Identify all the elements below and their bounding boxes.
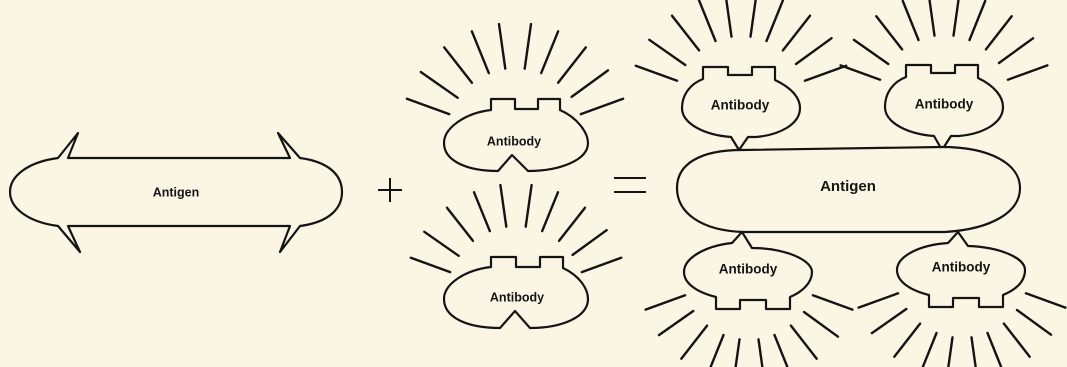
equals-sign: = [614, 178, 646, 192]
antibody-label: Antibody [711, 98, 770, 113]
ray-line [472, 31, 489, 73]
ray-line [854, 40, 888, 64]
ray-line [804, 312, 838, 337]
free-antibody-bottom: Antibody [411, 185, 621, 328]
ray-line [903, 1, 919, 40]
ray-line [1004, 324, 1030, 357]
ray-line [751, 0, 757, 37]
ray-line [767, 0, 784, 41]
ray-line [558, 47, 586, 82]
ray-line [759, 339, 765, 367]
ray-line [876, 16, 902, 49]
ray-line [649, 40, 685, 65]
ray-line [500, 185, 506, 227]
complex-antigen-label: Antigen [820, 178, 876, 195]
ray-line [581, 99, 623, 114]
ray-line [699, 0, 716, 41]
ray-line [954, 0, 960, 36]
plus-sign: + [378, 178, 402, 202]
ray-line [791, 326, 817, 359]
free-antibody-top: Antibody [407, 24, 623, 171]
antibody-label: Antibody [490, 290, 544, 304]
ray-line [796, 38, 832, 64]
ray-line [921, 333, 937, 367]
ray-line [929, 0, 935, 36]
ray-line [541, 31, 558, 73]
ray-line [783, 16, 810, 51]
ray-line [559, 208, 585, 241]
ray-line [970, 1, 986, 40]
ray-line [444, 47, 472, 82]
ray-line [805, 66, 846, 81]
ray-line [474, 192, 490, 231]
ray-line [646, 295, 686, 309]
ray-line [407, 99, 449, 114]
ray-line [447, 208, 473, 241]
ray-line [947, 337, 953, 367]
ray-line [636, 66, 677, 81]
ray-line [841, 65, 881, 79]
ray-line [424, 232, 458, 256]
ray-line [573, 230, 607, 255]
ray-line [421, 72, 458, 98]
ray-line [734, 339, 740, 367]
equals-sign-text: = [630, 184, 631, 186]
ray-line [988, 333, 1004, 367]
ray-line [572, 70, 608, 97]
ray-line [708, 335, 724, 367]
ray-line [972, 337, 978, 367]
ray-line [859, 293, 899, 307]
ray-line [775, 335, 791, 367]
ray-line [659, 311, 693, 335]
ray-line [681, 326, 707, 359]
ray-line [499, 24, 505, 69]
ray-line [986, 16, 1012, 49]
ray-line [526, 185, 532, 227]
antigen-antibody-complex: Antibody Antibody Antigen Antibody Antib… [636, 0, 1066, 367]
ray-line [582, 258, 621, 272]
ray-line [1008, 65, 1048, 79]
ray-line [411, 258, 450, 272]
antibody-label: Antibody [932, 260, 991, 275]
ray-line [725, 0, 731, 37]
ray-line [672, 16, 699, 51]
ray-line [999, 38, 1033, 63]
antibody-label: Antibody [915, 97, 974, 112]
ray-line [872, 309, 906, 333]
left-antigen: Antigen [10, 133, 342, 252]
antibody-label: Antibody [487, 134, 541, 148]
ray-line [1026, 293, 1066, 307]
left-antigen-label: Antigen [153, 185, 200, 199]
antibody-label: Antibody [719, 262, 778, 277]
ray-line [542, 192, 558, 231]
ray-line [894, 324, 920, 357]
ray-line [525, 24, 531, 69]
ray-line [813, 295, 853, 309]
ray-line [1017, 310, 1051, 335]
